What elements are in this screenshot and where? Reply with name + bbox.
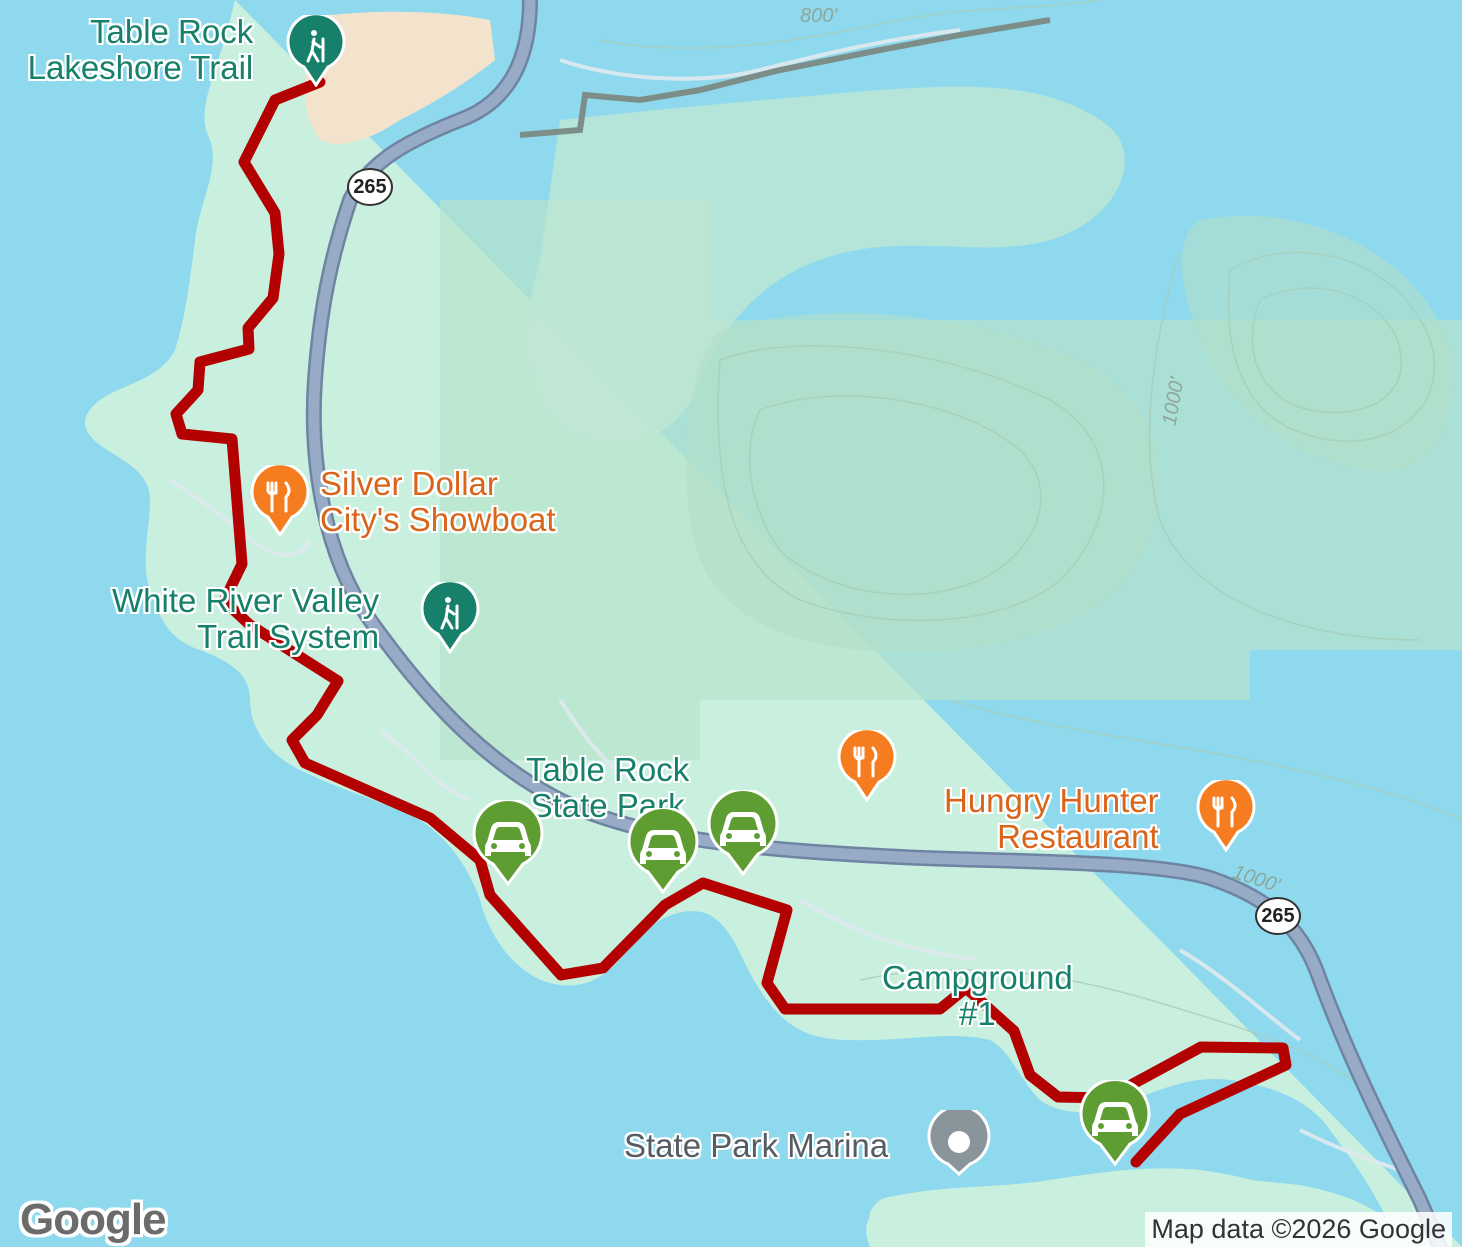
hill-shade-2 bbox=[526, 86, 1125, 444]
highway-shield-265-south: 265 bbox=[1255, 897, 1301, 935]
hill-shade-3 bbox=[686, 313, 1160, 652]
restaurant-pin-silver-dollar[interactable] bbox=[248, 465, 312, 537]
trail-pin-table-rock-lakeshore[interactable] bbox=[284, 15, 348, 87]
restaurant-pin-unnamed[interactable] bbox=[835, 730, 899, 802]
label-silver-dollar-showboat: Silver Dollar City's Showboat bbox=[320, 465, 556, 538]
fork-knife-icon bbox=[853, 746, 878, 778]
sand-area bbox=[304, 11, 495, 144]
highway-shield-265-north: 265 bbox=[347, 168, 393, 206]
fork-knife-icon bbox=[266, 481, 291, 513]
fork-knife-icon bbox=[1212, 796, 1237, 828]
marina-pin[interactable] bbox=[926, 1110, 992, 1176]
label-campground-1: Campground #1 bbox=[882, 959, 1073, 1032]
label-table-rock-lakeshore-trail: Table Rock Lakeshore Trail bbox=[27, 13, 254, 86]
parking-pin-2[interactable] bbox=[624, 808, 702, 894]
trail-pin-white-river-valley[interactable] bbox=[418, 582, 482, 654]
parking-pin-1[interactable] bbox=[469, 800, 547, 886]
label-table-rock-state-park: Table Rock State Park bbox=[526, 751, 690, 824]
hiker-icon bbox=[440, 597, 459, 630]
parking-pin-4[interactable] bbox=[1076, 1080, 1154, 1166]
hill-shade-4 bbox=[1181, 215, 1453, 472]
restaurant-pin-hungry-hunter[interactable] bbox=[1194, 780, 1258, 852]
contour-label-800: 800' bbox=[800, 5, 838, 27]
label-state-park-marina: State Park Marina bbox=[624, 1127, 889, 1164]
hiking-route bbox=[170, 76, 1292, 1168]
map-attribution[interactable]: Map data ©2026 Google bbox=[1145, 1212, 1452, 1247]
label-hungry-hunter-restaurant: Hungry Hunter Restaurant bbox=[944, 782, 1159, 855]
google-logo[interactable]: Google bbox=[20, 1195, 167, 1244]
label-white-river-valley-trail-system: White River Valley Trail System bbox=[112, 582, 380, 655]
marina-dot-icon bbox=[948, 1131, 970, 1153]
parking-pin-3[interactable] bbox=[704, 790, 782, 876]
hiker-icon bbox=[306, 30, 325, 63]
car-icon bbox=[720, 812, 766, 846]
car-icon bbox=[485, 822, 531, 856]
contour-lines bbox=[599, 0, 1462, 1101]
car-icon bbox=[640, 830, 686, 864]
car-icon bbox=[1092, 1102, 1138, 1136]
road-top bbox=[519, 17, 1051, 138]
minor-roads bbox=[168, 28, 1401, 1172]
